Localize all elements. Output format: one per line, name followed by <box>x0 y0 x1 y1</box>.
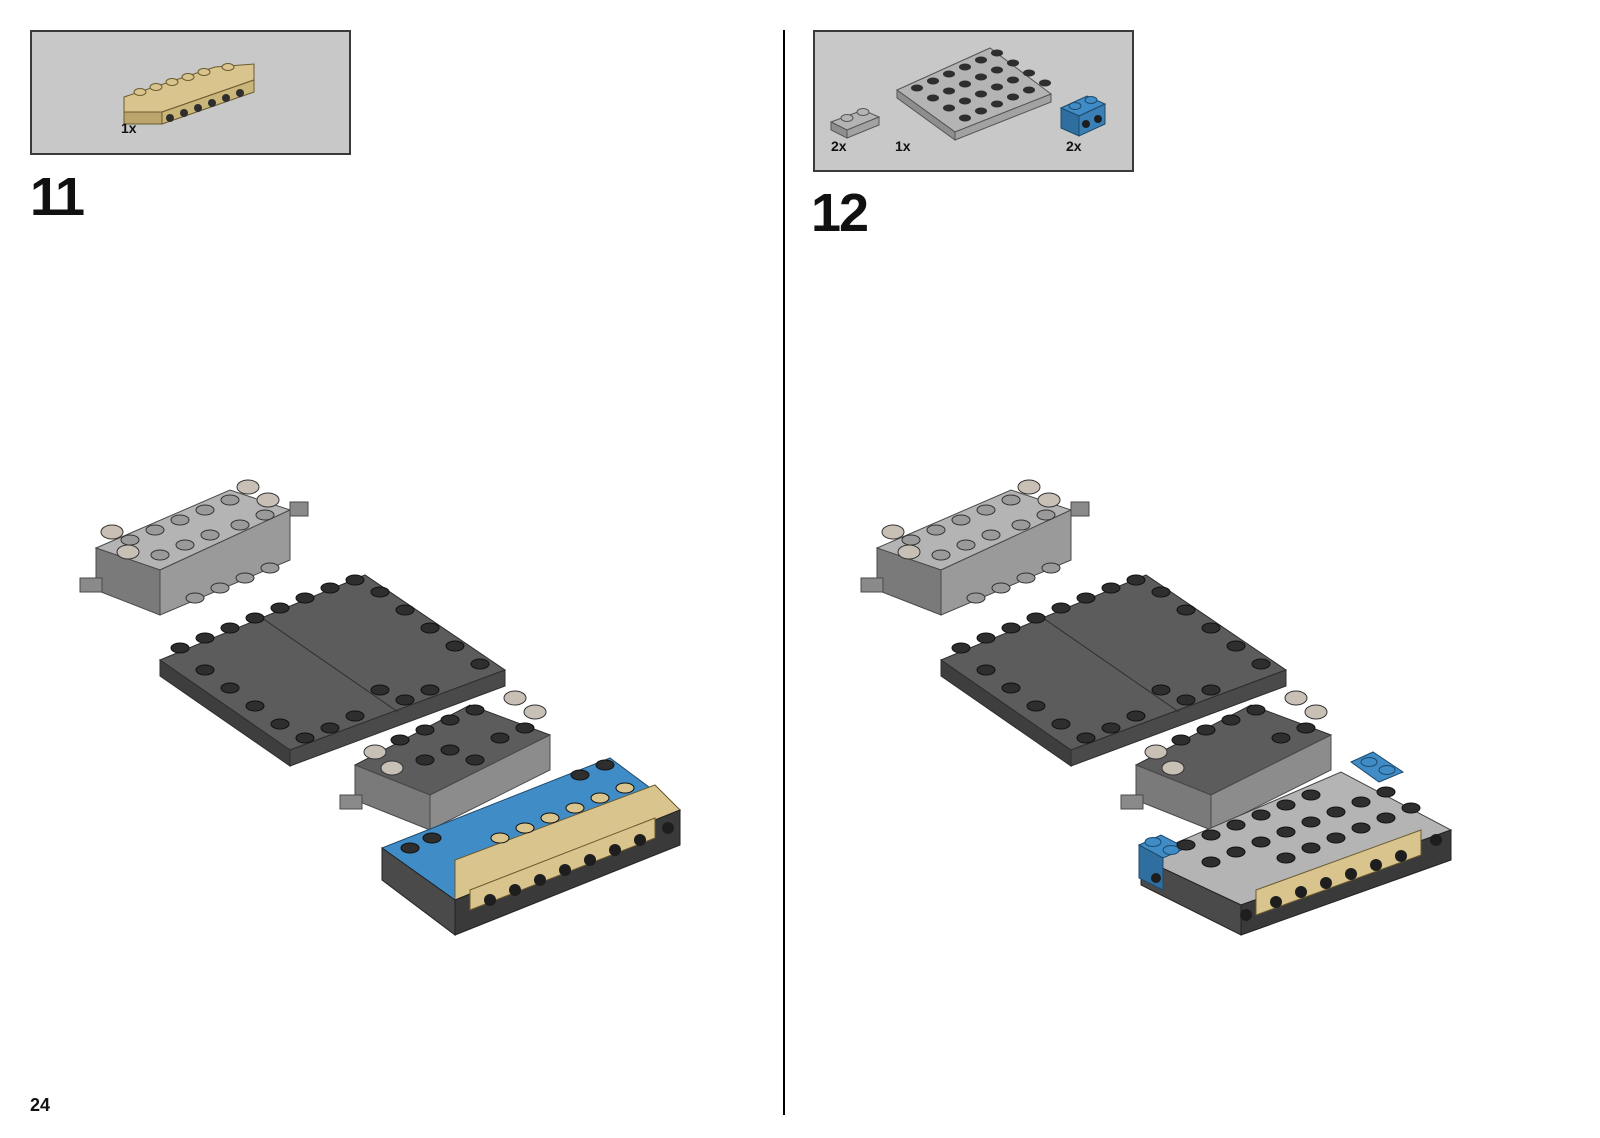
bracket-studs <box>1145 758 1395 855</box>
part-qty-label: 2x <box>831 138 847 154</box>
step-12-parts-drawing <box>815 32 1136 174</box>
studs <box>952 575 1420 867</box>
rear-axle-block <box>861 490 1089 615</box>
part-qty-label: 2x <box>1066 138 1082 154</box>
front-bumper-with-plate <box>1139 752 1451 935</box>
tan-wheel-studs <box>882 480 1327 775</box>
part-light-gray-plate-1x2 <box>831 109 879 139</box>
front-axle-block <box>1121 705 1331 830</box>
part-blue-bracket <box>1061 96 1105 136</box>
light-studs <box>902 495 1060 603</box>
step-11-assembly-drawing <box>0 0 783 1138</box>
step-number: 12 <box>811 186 867 240</box>
page-divider <box>783 30 785 1115</box>
main-dark-plates <box>941 575 1286 766</box>
part-qty-label: 1x <box>895 138 911 154</box>
parts-callout-step-12: 2x 1x 2x <box>813 30 1134 172</box>
page-number: 24 <box>30 1095 50 1116</box>
part-light-gray-plate-4x6 <box>897 48 1051 140</box>
